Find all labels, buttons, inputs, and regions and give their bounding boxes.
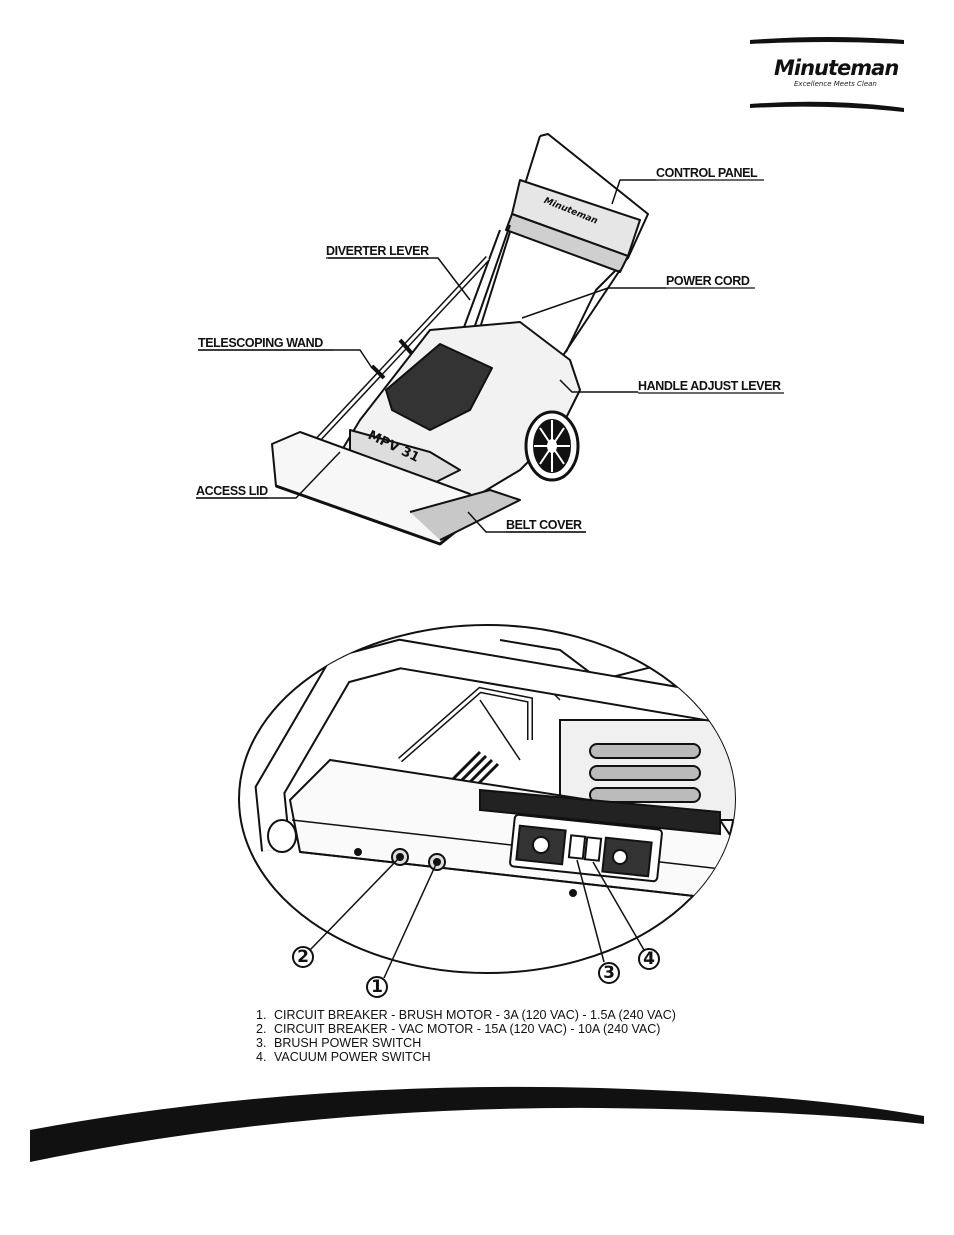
legend-number: 2.: [256, 1022, 267, 1036]
callout-2: 2: [292, 946, 314, 968]
vacuum-diagram: [196, 133, 666, 546]
label-belt-cover: BELT COVER: [506, 518, 582, 532]
label-access-lid: ACCESS LID: [196, 484, 268, 498]
legend-text: BRUSH POWER SWITCH: [274, 1036, 422, 1050]
logo-tagline: Excellence Meets Clean: [794, 80, 877, 88]
footer-swoosh: [30, 1086, 924, 1162]
legend-number: 4.: [256, 1050, 267, 1064]
logo-swoosh-bottom: [750, 101, 904, 112]
legend-list: 1. CIRCUIT BREAKER - BRUSH MOTOR - 3A (1…: [256, 1008, 676, 1064]
logo-swoosh-top: [750, 37, 904, 44]
label-control-panel: CONTROL PANEL: [656, 166, 758, 180]
legend-text: CIRCUIT BREAKER - BRUSH MOTOR - 3A (120 …: [274, 1008, 676, 1022]
label-power-cord: POWER CORD: [666, 274, 750, 288]
legend-item: 4. VACUUM POWER SWITCH: [256, 1050, 676, 1064]
minuteman-logo: Minuteman Excellence Meets Clean: [746, 36, 906, 112]
legend-number: 1.: [256, 1008, 267, 1022]
logo-brand: Minuteman: [774, 56, 899, 80]
callout-1: 1: [366, 976, 388, 998]
legend-item: 1. CIRCUIT BREAKER - BRUSH MOTOR - 3A (1…: [256, 1008, 676, 1022]
control-panel-detail: [254, 638, 735, 902]
callout-3: 3: [598, 962, 620, 984]
legend-number: 3.: [256, 1036, 267, 1050]
label-telescoping-wand: TELESCOPING WAND: [198, 336, 323, 350]
legend-text: VACUUM POWER SWITCH: [274, 1050, 431, 1064]
label-handle-adjust-lever: HANDLE ADJUST LEVER: [638, 379, 781, 393]
legend-text: CIRCUIT BREAKER - VAC MOTOR - 15A (120 V…: [274, 1022, 661, 1036]
legend-item: 2. CIRCUIT BREAKER - VAC MOTOR - 15A (12…: [256, 1022, 676, 1036]
legend-item: 3. BRUSH POWER SWITCH: [256, 1036, 676, 1050]
callout-4: 4: [638, 948, 660, 970]
label-diverter-lever: DIVERTER LEVER: [326, 244, 429, 258]
